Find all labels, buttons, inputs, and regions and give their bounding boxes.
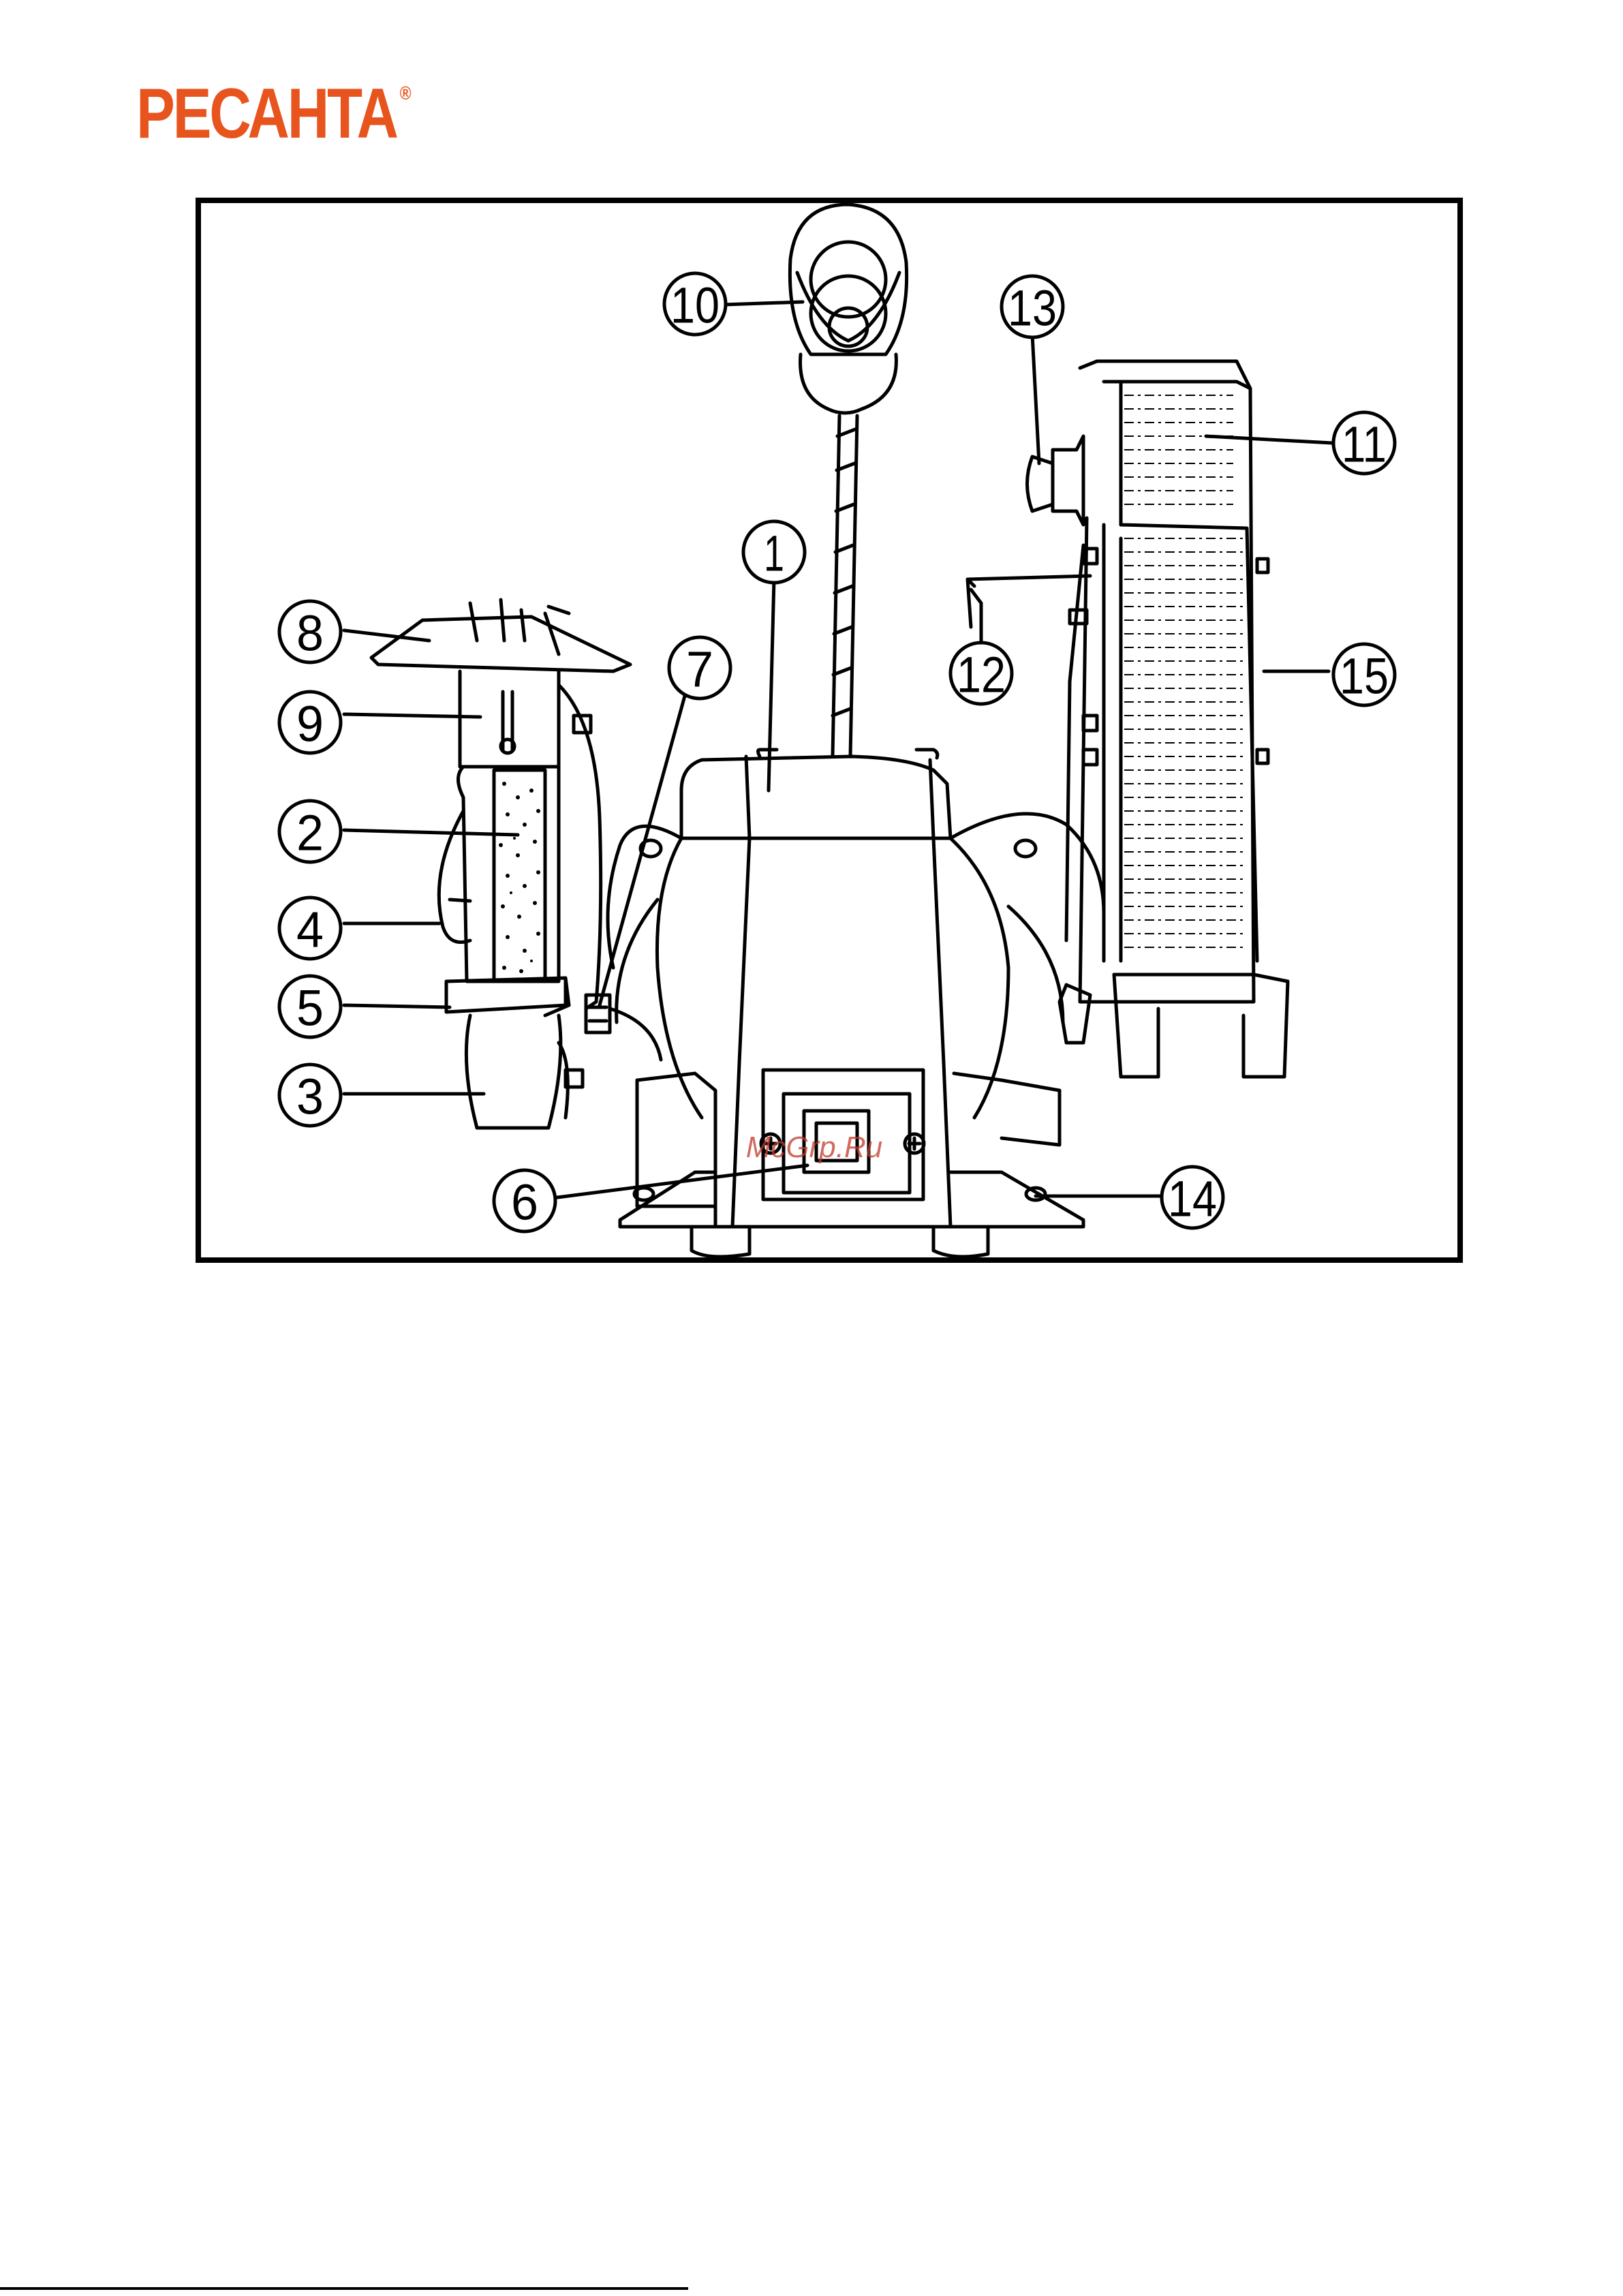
belt-sander-assembly: [968, 361, 1288, 1077]
callout-label-4: 4: [296, 902, 324, 958]
watermark: McGrp.Ru: [746, 1131, 882, 1164]
callout-label-15: 15: [1340, 648, 1389, 705]
callout-label-13: 13: [1008, 280, 1057, 337]
callout-label-3: 3: [296, 1069, 324, 1125]
stone-texture: [499, 769, 540, 973]
callout-label-14: 14: [1168, 1171, 1217, 1227]
callout-label-2: 2: [296, 805, 324, 861]
callout-label-7: 7: [686, 641, 713, 698]
callout-label-9: 9: [296, 696, 324, 752]
footer-rule: [0, 2287, 688, 2290]
callout-label-11: 11: [1342, 416, 1387, 473]
bench-grinder-diagram: 1 2 3 4 5 6 7 8 9 10 11 12 13 14 15 McGr…: [0, 0, 1623, 1295]
belt-texture: [1124, 395, 1247, 947]
callout-label-8: 8: [296, 605, 324, 662]
lamp: [790, 204, 906, 756]
grinding-wheel-assembly: [371, 600, 661, 1128]
callout-circles: [279, 273, 1395, 1231]
callout-label-1: 1: [764, 525, 784, 582]
callout-label-6: 6: [511, 1174, 538, 1231]
callout-label-5: 5: [296, 980, 324, 1037]
callout-label-12: 12: [957, 647, 1006, 703]
callout-label-10: 10: [670, 277, 720, 334]
